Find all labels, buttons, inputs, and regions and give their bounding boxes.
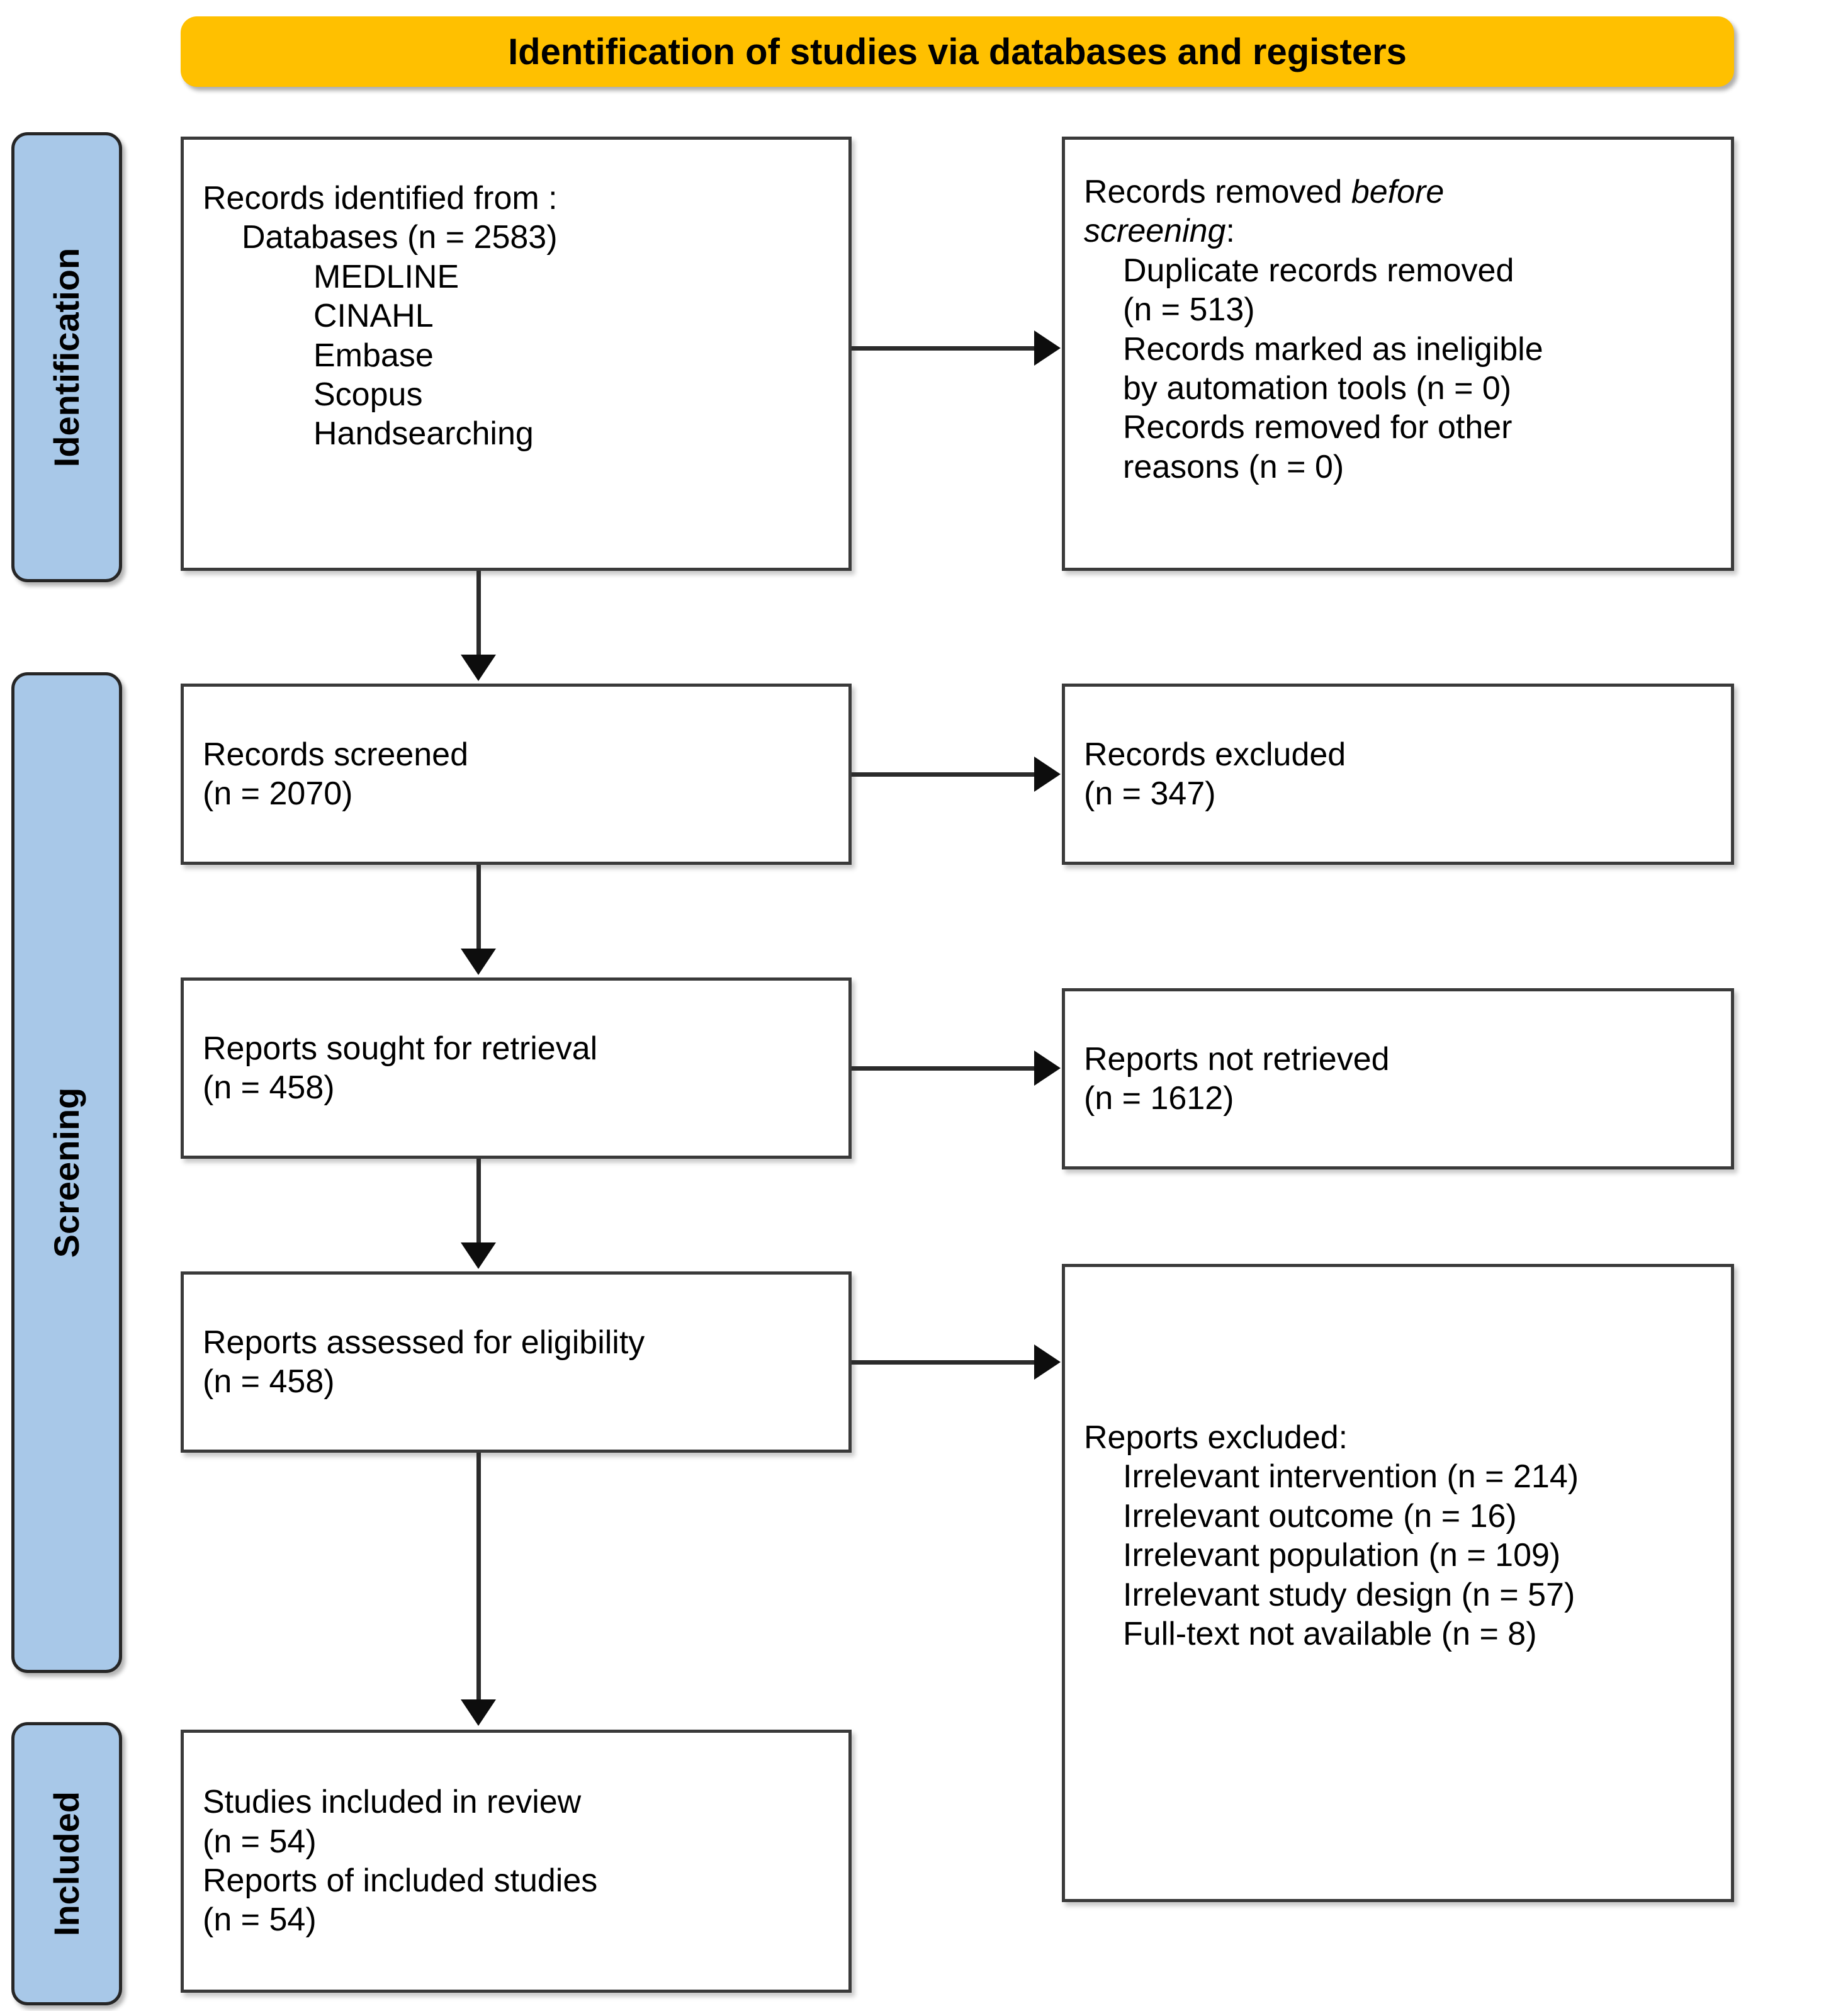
connector-assessed-to-included <box>476 1453 481 1704</box>
connector-sought-to-not-retrieved <box>852 1066 1034 1071</box>
box-reports-not-retrieved: Reports not retrieved (n = 1612) <box>1062 988 1734 1169</box>
phase-sidebar-screening: Screening <box>11 672 122 1673</box>
connector-identified-to-screened <box>476 571 481 659</box>
box-reports-excluded: Reports excluded: Irrelevant interventio… <box>1062 1264 1734 1902</box>
diagram-title-banner: Identification of studies via databases … <box>181 16 1734 87</box>
phase-sidebar-included: Included <box>11 1722 122 2005</box>
records-identified-line-3: MEDLINE <box>313 258 459 295</box>
box-records-screened: Records screened (n = 2070) <box>181 684 852 865</box>
records-removed-line-4: (n = 513) <box>1123 291 1255 329</box>
connector-assessed-to-reports-excluded <box>852 1360 1034 1365</box>
reports-assessed-line-2: (n = 458) <box>203 1363 335 1400</box>
records-screened-line-1: Records screened <box>203 736 468 773</box>
arrowhead-assessed-to-included <box>461 1699 496 1726</box>
reports-not-retrieved-line-1: Reports not retrieved <box>1084 1040 1390 1078</box>
box-records-removed-before-screening: Records removed before screening: Duplic… <box>1062 137 1734 571</box>
records-identified-line-2: Databases (n = 2583) <box>242 219 558 256</box>
box-reports-assessed-for-eligibility: Reports assessed for eligibility (n = 45… <box>181 1271 852 1453</box>
box-reports-sought-for-retrieval: Reports sought for retrieval (n = 458) <box>181 977 852 1159</box>
records-removed-line-7: Records removed for other <box>1123 409 1513 446</box>
phase-label-screening: Screening <box>47 1087 86 1258</box>
reports-excluded-line-5: Irrelevant study design (n = 57) <box>1123 1576 1575 1613</box>
connector-screened-to-excluded <box>852 772 1034 777</box>
studies-included-line-3: Reports of included studies <box>203 1862 598 1899</box>
records-removed-line-3: Duplicate records removed <box>1123 252 1514 289</box>
reports-not-retrieved-line-2: (n = 1612) <box>1084 1080 1234 1117</box>
records-identified-line-5: Embase <box>313 337 434 374</box>
reports-excluded-line-6: Full-text not available (n = 8) <box>1123 1615 1537 1652</box>
connector-identified-to-removed <box>852 346 1034 351</box>
records-removed-colon: : <box>1225 213 1235 250</box>
studies-included-line-1: Studies included in review <box>203 1784 582 1821</box>
arrowhead-identified-to-screened <box>461 655 496 681</box>
records-removed-italic-before: before <box>1351 174 1445 210</box>
records-identified-line-4: CINAHL <box>313 298 434 335</box>
box-records-excluded: Records excluded (n = 347) <box>1062 684 1734 865</box>
records-screened-line-2: (n = 2070) <box>203 775 353 812</box>
records-removed-lead: Records removed <box>1084 174 1351 210</box>
box-records-identified: Records identified from : Databases (n =… <box>181 137 852 571</box>
studies-included-line-4: (n = 54) <box>203 1901 317 1939</box>
connector-screened-to-sought <box>476 865 481 953</box>
arrowhead-screened-to-excluded <box>1034 757 1061 792</box>
records-excluded-line-1: Records excluded <box>1084 736 1346 773</box>
records-removed-line-1: Records removed before <box>1084 172 1712 211</box>
reports-sought-line-2: (n = 458) <box>203 1069 335 1106</box>
reports-excluded-line-3: Irrelevant outcome (n = 16) <box>1123 1497 1517 1535</box>
reports-assessed-line-1: Reports assessed for eligibility <box>203 1324 645 1361</box>
phase-label-included: Included <box>47 1791 86 1937</box>
reports-excluded-line-4: Irrelevant population (n = 109) <box>1123 1537 1561 1574</box>
diagram-title: Identification of studies via databases … <box>508 31 1407 72</box>
arrowhead-sought-to-assessed <box>461 1242 496 1269</box>
arrowhead-screened-to-sought <box>461 949 496 975</box>
records-identified-line-7: Handsearching <box>313 415 534 453</box>
records-removed-line-2: screening: <box>1084 211 1712 251</box>
records-removed-line-8: reasons (n = 0) <box>1123 448 1344 485</box>
phase-sidebar-identification: Identification <box>11 132 122 582</box>
arrowhead-identified-to-removed <box>1034 330 1061 366</box>
records-removed-line-5: Records marked as ineligible <box>1123 330 1543 368</box>
arrowhead-assessed-to-reports-excluded <box>1034 1344 1061 1380</box>
reports-sought-line-1: Reports sought for retrieval <box>203 1030 598 1067</box>
reports-excluded-line-1: Reports excluded: <box>1084 1419 1348 1456</box>
connector-sought-to-assessed <box>476 1159 481 1247</box>
studies-included-line-2: (n = 54) <box>203 1823 317 1860</box>
records-identified-line-6: Scopus <box>313 376 423 413</box>
arrowhead-sought-to-not-retrieved <box>1034 1051 1061 1086</box>
box-studies-included: Studies included in review (n = 54) Repo… <box>181 1730 852 1993</box>
records-identified-line-1: Records identified from : <box>203 180 558 217</box>
records-excluded-line-2: (n = 347) <box>1084 775 1216 812</box>
records-removed-italic-screening: screening <box>1084 213 1226 250</box>
phase-label-identification: Identification <box>47 247 86 467</box>
reports-excluded-line-2: Irrelevant intervention (n = 214) <box>1123 1458 1579 1496</box>
records-removed-line-6: by automation tools (n = 0) <box>1123 369 1512 407</box>
